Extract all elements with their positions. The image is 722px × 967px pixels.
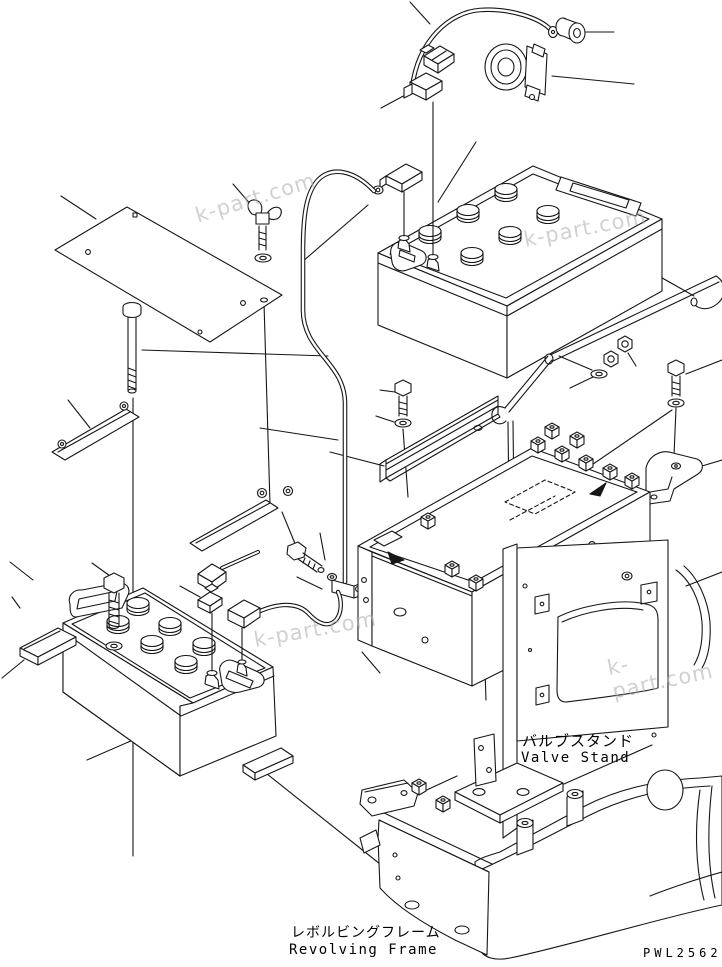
valve-stand-label-en: Valve Stand <box>521 750 631 766</box>
wire-harness <box>403 7 559 101</box>
harness-connector-plug <box>419 44 455 74</box>
bar-nuts-washers <box>590 335 633 379</box>
tray-bolt-right <box>667 359 685 408</box>
revolving-frame-rear <box>675 565 711 669</box>
frame-post <box>516 817 534 856</box>
frame-bracket <box>645 451 703 505</box>
cable-connector <box>227 599 261 661</box>
battery-upper <box>372 101 663 379</box>
wing-bolt <box>247 199 282 303</box>
battery-pad <box>242 747 294 781</box>
long-bolt <box>122 301 142 394</box>
battery-cover-plate <box>54 206 283 343</box>
spacer-block <box>19 627 77 666</box>
bracket-rail <box>189 485 294 552</box>
harness-inline-connector <box>403 72 443 101</box>
battery-terminal <box>397 191 411 253</box>
terminal-bolt <box>286 541 338 581</box>
leader-lines <box>1 1 722 873</box>
battery-terminal <box>204 669 220 690</box>
battery-terminal <box>426 101 440 272</box>
valve-stand-base <box>454 762 564 824</box>
terminal-connector <box>372 163 423 195</box>
revolving-frame-label-jp: レボルビングフレーム <box>291 925 441 941</box>
frame-post <box>566 788 584 827</box>
frame-apron <box>377 811 493 956</box>
bushing <box>555 17 586 44</box>
stand-plate <box>473 733 497 787</box>
drawing-code: PWL2562 <box>643 946 722 960</box>
revolving-frame <box>359 744 722 960</box>
bracket-rail <box>51 401 140 461</box>
battery-handle <box>390 241 427 272</box>
battery-bolt <box>103 572 125 651</box>
battery-handle <box>555 176 642 217</box>
valve-stand-label-jp: バルブスタンド <box>522 732 635 750</box>
tray-bolt-left <box>394 379 412 428</box>
battery-cable <box>300 169 377 599</box>
battery-cables <box>197 550 343 672</box>
battery-side-plate <box>379 395 501 483</box>
battery-terminal <box>236 659 248 677</box>
battery-lower <box>62 582 277 777</box>
revolving-frame-label-en: Revolving Frame <box>289 942 438 958</box>
horn <box>484 43 548 102</box>
terminal-clip <box>197 583 223 672</box>
valve-stand <box>454 539 669 839</box>
battery-handle <box>219 659 265 694</box>
frame-bracket-arm <box>359 779 419 817</box>
